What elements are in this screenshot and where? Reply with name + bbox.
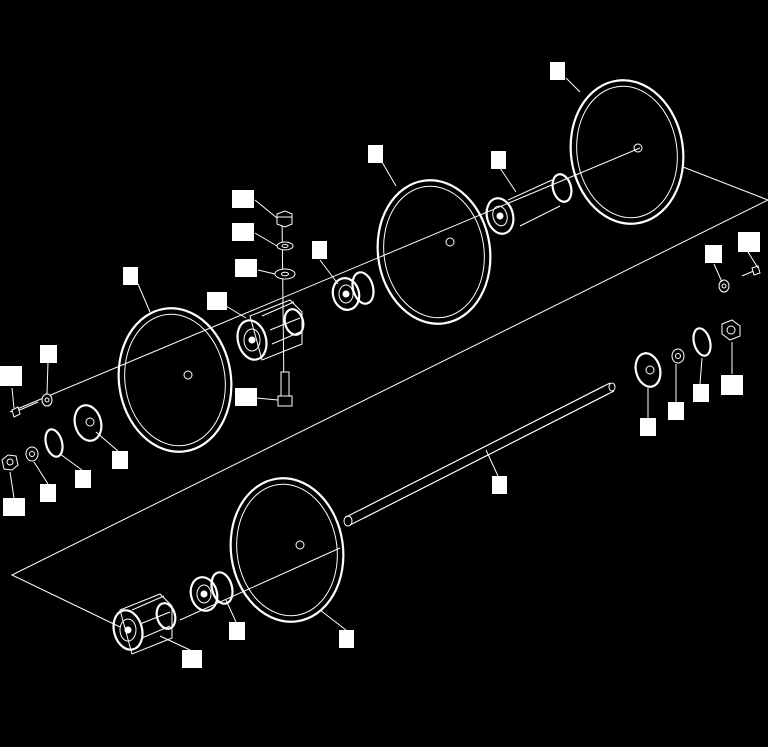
leader-lines <box>9 77 759 651</box>
collar-right-back <box>634 352 662 388</box>
part-tags <box>0 62 760 668</box>
collar-left-back <box>73 404 103 442</box>
tag-washer-left-lower <box>40 484 56 502</box>
bolt-right <box>741 265 761 277</box>
wheel-top-right <box>569 79 685 225</box>
tag-hex-nut-right <box>721 375 743 395</box>
tag-collar-right-front <box>693 384 709 402</box>
tag-wheel-top-right <box>550 62 565 80</box>
axle-shaft <box>343 382 616 527</box>
wheel-upper-mid <box>376 179 492 325</box>
bolt-left <box>11 401 39 418</box>
tag-collar-right-back <box>640 418 656 436</box>
tag-bearing-housing-lower <box>182 650 202 668</box>
bearing-lower <box>189 571 234 612</box>
tag-washer-right-lower <box>668 402 684 420</box>
collar-right-front <box>692 327 712 357</box>
bolt-vertical <box>277 371 293 407</box>
tag-wheel-lower <box>339 630 354 648</box>
tag-bearing-upper <box>312 241 327 259</box>
tag-spacer-hub-upper <box>491 151 506 169</box>
hex-nut-top <box>276 210 293 228</box>
tag-axle-shaft <box>492 476 507 494</box>
tag-flat-washer-top <box>235 259 257 277</box>
tag-collar-left-front <box>112 451 128 469</box>
spacer-hub-upper <box>485 173 573 235</box>
washer-left-lower <box>25 446 39 462</box>
lock-washer-top <box>276 241 294 251</box>
tag-wheel-upper-mid <box>368 145 383 163</box>
wheel-upper-left <box>117 307 233 453</box>
hex-nut-right <box>721 319 741 341</box>
bearing-upper <box>331 271 375 311</box>
tag-wheel-upper-left <box>123 267 138 285</box>
axis-lines <box>9 147 641 621</box>
tag-collar-left-back <box>75 470 91 488</box>
tag-washer-left <box>40 345 57 363</box>
tag-bearing-housing-upper <box>207 292 227 310</box>
tag-hex-nut-left <box>3 498 25 516</box>
tag-bearing-lower <box>229 622 245 640</box>
bearing-housing-upper <box>236 299 305 361</box>
washer-right-lower <box>671 348 685 364</box>
bearing-housing-lower <box>112 593 177 655</box>
tag-lock-washer-top <box>232 223 254 241</box>
tag-washer-right <box>705 245 722 263</box>
hex-nut-left <box>1 454 19 471</box>
collar-left-front <box>44 428 64 458</box>
tag-bolt-vertical <box>235 388 257 406</box>
washer-left <box>41 393 53 407</box>
flat-washer-top <box>274 268 296 280</box>
assembly-frame-lines <box>10 166 768 628</box>
tag-bolt-left <box>0 366 22 386</box>
tag-hex-nut-top <box>232 190 254 208</box>
wheel-lower <box>229 477 345 623</box>
tag-bolt-right <box>738 232 760 252</box>
washer-right <box>718 279 730 293</box>
